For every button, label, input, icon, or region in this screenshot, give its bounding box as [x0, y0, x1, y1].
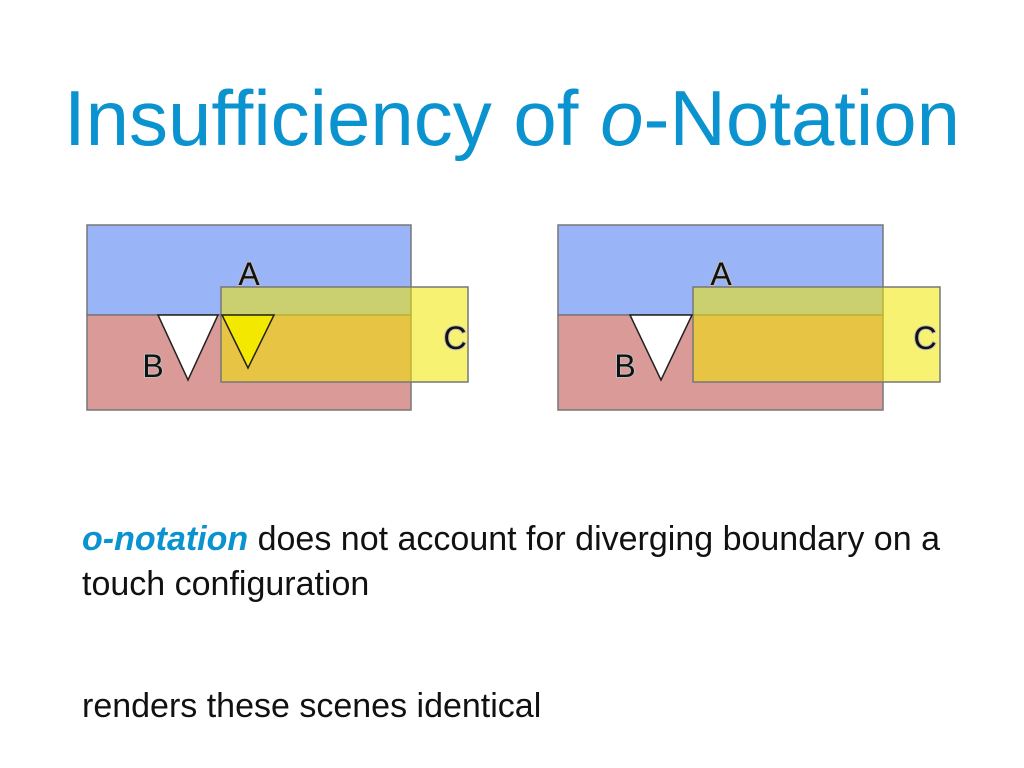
title-prefix: Insufficiency of — [63, 74, 601, 162]
scene-2-region-c — [692, 286, 941, 383]
scene-2-label-a: A — [710, 256, 732, 292]
body-paragraph-1: o-notation does not account for divergin… — [82, 517, 942, 607]
scene-1-label-b: B — [142, 348, 163, 384]
slide-title: Insufficiency of o-Notation — [0, 70, 1024, 166]
body-line1-rest: does not account for diverging boundary … — [82, 520, 940, 603]
scene-1-extra-vertex-triangle — [220, 314, 276, 370]
title-emphasis: o — [600, 74, 644, 162]
body-term: o-notation — [82, 520, 249, 558]
scene-2-vertex-b-triangle — [628, 314, 694, 382]
scene-1: A B C — [86, 224, 469, 411]
scenes-diagram: A B C A B C — [86, 224, 941, 411]
scene-2: A B C — [557, 224, 941, 411]
scene-2-label-c: C — [913, 320, 936, 356]
title-suffix: -Notation — [643, 74, 961, 162]
body-paragraph-2: renders these scenes identical — [82, 687, 542, 725]
scene-2-label-b: B — [614, 348, 635, 384]
scene-1-vertex-b-triangle — [156, 314, 220, 382]
scene-1-label-c: C — [443, 320, 466, 356]
scene-1-label-a: A — [238, 256, 260, 292]
